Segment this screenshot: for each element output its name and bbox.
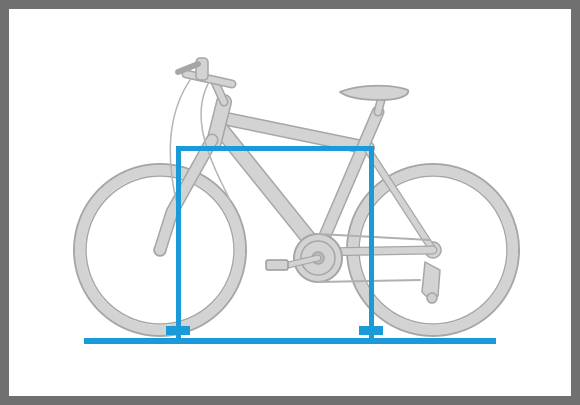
stand-right-post <box>369 146 374 338</box>
bike-stand-icon <box>84 146 496 344</box>
stand-top-bar <box>176 146 374 151</box>
stand-left-post <box>176 146 181 338</box>
handlebar <box>169 57 237 201</box>
stand-right-foot <box>359 326 383 335</box>
bicycle-icon <box>73 57 520 337</box>
rear-derailleur <box>421 261 441 304</box>
stand-ground-bar <box>84 338 496 344</box>
saddle <box>339 84 410 117</box>
stand-left-foot <box>166 326 190 335</box>
